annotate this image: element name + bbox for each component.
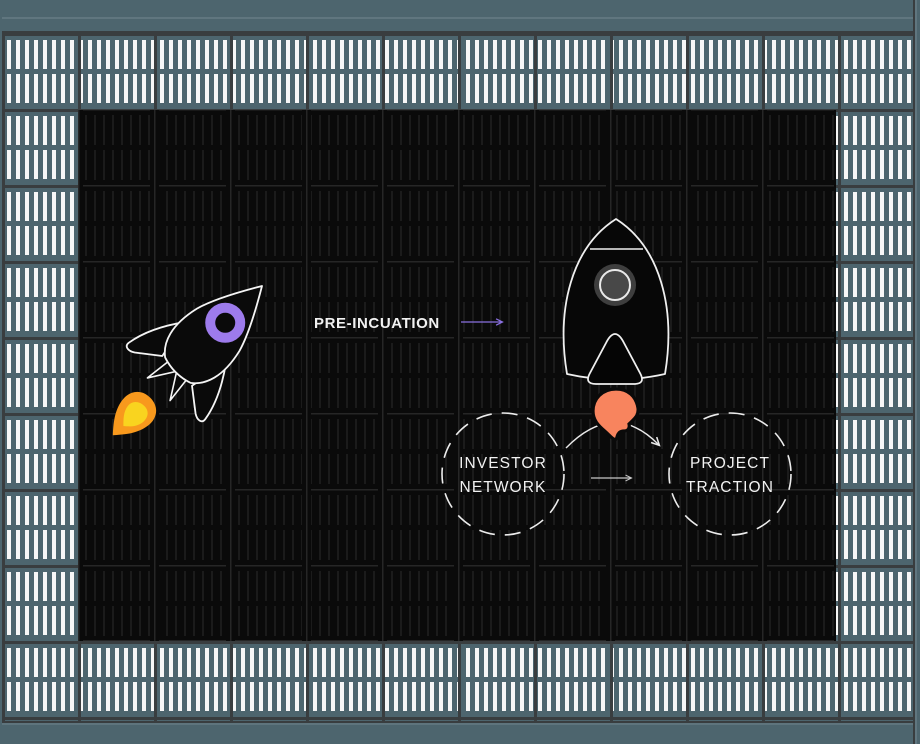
- investor-network-label: INVESTOR NETWORK: [423, 452, 583, 500]
- border-edge-left: [0, 0, 2, 744]
- rocket-window-inner: [599, 269, 631, 301]
- rocket-window-ring: [205, 302, 246, 343]
- stage-label: PRE-INCUATION: [314, 315, 440, 332]
- project-traction-line1: PROJECT: [689, 455, 771, 472]
- project-traction-circle: [668, 412, 792, 536]
- dark-canvas: PRE-INCUATION INVESTOR NETWORK PROJECT T…: [78, 110, 836, 641]
- drop-icon: [591, 387, 640, 441]
- border-edge-bottom: [0, 721, 920, 744]
- border-edge-top: [0, 0, 920, 33]
- project-traction-line2: TRACTION: [685, 479, 775, 496]
- rocket-tilted-icon: [112, 285, 263, 436]
- rocket-body: [163, 285, 263, 385]
- rocket-vertical-icon: [562, 218, 670, 385]
- investor-network-line1: INVESTOR: [459, 455, 547, 472]
- investor-network-circle: [441, 412, 565, 536]
- project-traction-label: PROJECT TRACTION: [650, 452, 810, 500]
- rocket-fin: [125, 321, 186, 357]
- border-edge-right: [913, 0, 920, 744]
- diagram-graphics: [112, 218, 792, 536]
- rocket-nozzle: [587, 333, 643, 385]
- flame-inner-icon: [123, 401, 148, 427]
- rocket-fin: [191, 362, 227, 423]
- investor-network-line2: NETWORK: [459, 479, 547, 496]
